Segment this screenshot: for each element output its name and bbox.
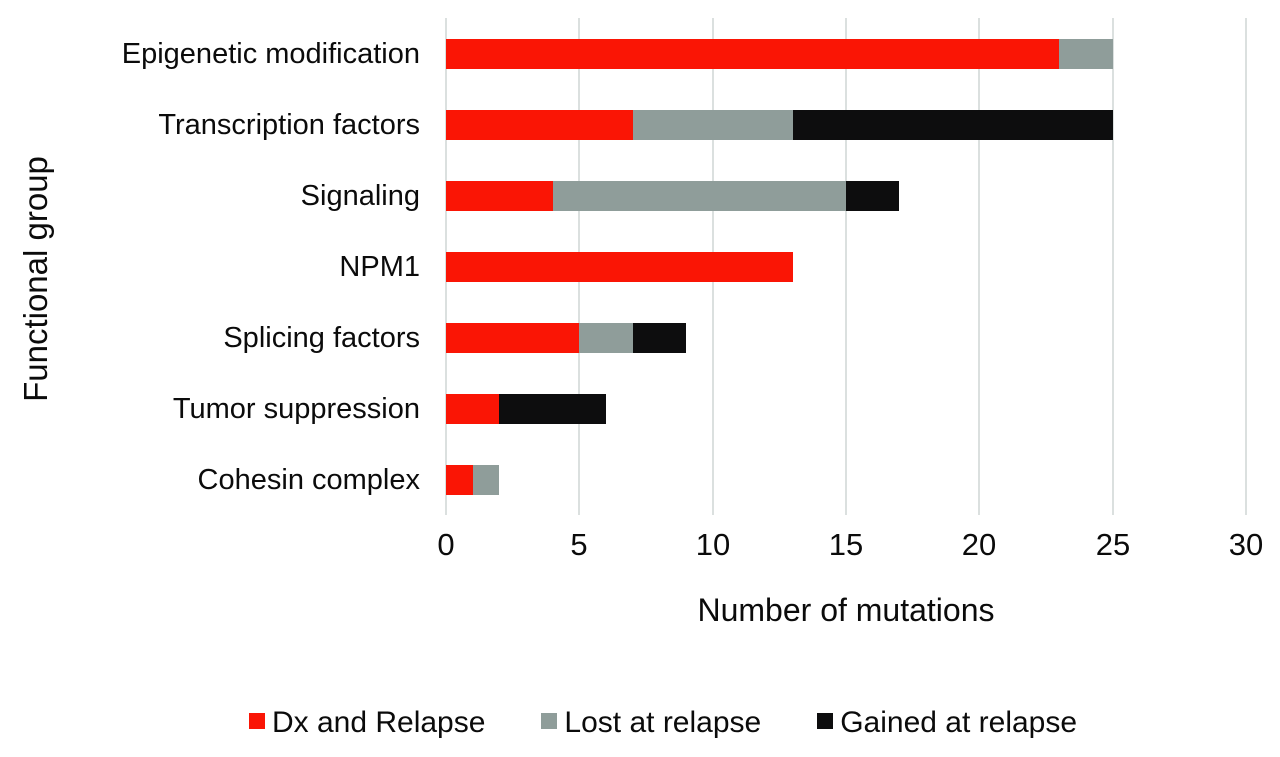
legend-item-gained-at-relapse: Gained at relapse bbox=[817, 704, 1077, 742]
gridline-x-25 bbox=[1112, 18, 1114, 515]
x-tick-label: 5 bbox=[570, 527, 588, 562]
x-tick-label: 0 bbox=[437, 527, 455, 562]
category-label: Cohesin complex bbox=[197, 464, 420, 496]
legend-marker-icon bbox=[248, 713, 265, 729]
bar-segment-gained-at-relapse bbox=[792, 110, 1113, 140]
x-tick-label: 25 bbox=[1095, 527, 1131, 562]
bar-segment-dx-and-relapse bbox=[446, 181, 553, 211]
x-tick-label: 20 bbox=[961, 527, 997, 562]
bar-row-4 bbox=[446, 252, 1246, 282]
bar-segment-gained-at-relapse bbox=[499, 394, 606, 424]
category-label: Transcription factors bbox=[158, 109, 420, 141]
x-tick-label: 30 bbox=[1228, 527, 1264, 562]
legend-label: Dx and Relapse bbox=[271, 706, 486, 739]
category-label: Tumor suppression bbox=[172, 393, 420, 425]
legend-item-lost-at-relapse: Lost at relapse bbox=[541, 704, 761, 742]
x-tick-label: 10 bbox=[695, 527, 731, 562]
plot-area bbox=[445, 18, 1247, 515]
category-label: NPM1 bbox=[339, 251, 420, 283]
bar-segment-lost-at-relapse bbox=[579, 323, 633, 353]
bar-segment-gained-at-relapse bbox=[632, 323, 686, 353]
category-label: Epigenetic modification bbox=[121, 38, 420, 70]
category-label: Splicing factors bbox=[223, 322, 420, 354]
bar-segment-dx-and-relapse bbox=[446, 323, 580, 353]
legend-marker-icon bbox=[817, 713, 834, 729]
legend-label: Gained at relapse bbox=[840, 706, 1078, 739]
gridline-x-20 bbox=[978, 18, 980, 515]
bar-row-5 bbox=[446, 323, 1246, 353]
bar-segment-dx-and-relapse bbox=[446, 394, 500, 424]
bar-row-3 bbox=[446, 181, 1246, 211]
bar-segment-lost-at-relapse bbox=[632, 110, 793, 140]
bar-row-6 bbox=[446, 394, 1246, 424]
bar-segment-dx-and-relapse bbox=[446, 39, 1060, 69]
gridline-x-15 bbox=[845, 18, 847, 515]
bar-segment-dx-and-relapse bbox=[446, 252, 793, 282]
bar-row-2 bbox=[446, 110, 1246, 140]
legend-marker-icon bbox=[541, 713, 558, 729]
bar-row-7 bbox=[446, 465, 1246, 495]
legend-item-dx-and-relapse: Dx and Relapse bbox=[248, 704, 486, 742]
x-axis-title: Number of mutations bbox=[697, 592, 995, 628]
x-tick-label: 15 bbox=[828, 527, 864, 562]
bar-segment-lost-at-relapse bbox=[1059, 39, 1113, 69]
category-label: Signaling bbox=[300, 180, 420, 212]
bar-segment-dx-and-relapse bbox=[446, 110, 633, 140]
bar-segment-gained-at-relapse bbox=[846, 181, 900, 211]
gridline-x-30 bbox=[1245, 18, 1247, 515]
bar-row-1 bbox=[446, 39, 1246, 69]
bar-segment-lost-at-relapse bbox=[472, 465, 500, 495]
legend-label: Lost at relapse bbox=[564, 706, 762, 739]
chart-legend: Dx and Relapse Lost at relapse Gained at r… bbox=[0, 704, 1280, 742]
bar-segment-dx-and-relapse bbox=[446, 465, 473, 495]
bar-segment-lost-at-relapse bbox=[552, 181, 846, 211]
